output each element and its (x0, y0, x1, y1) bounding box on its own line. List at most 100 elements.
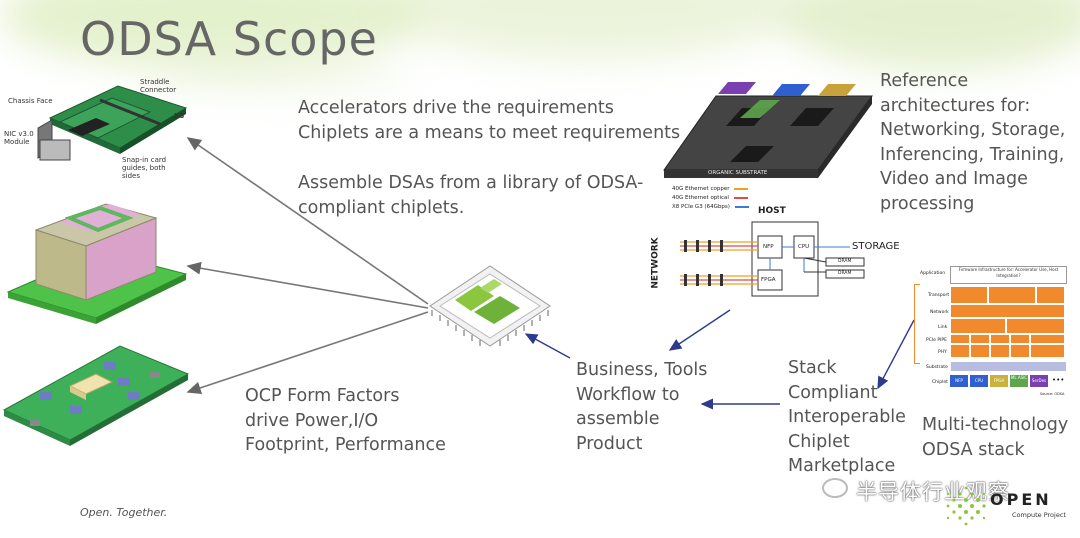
arrow-to-board (186, 311, 429, 395)
text-line: OCP Form Factors (245, 386, 400, 406)
stack-row-label: Chiplet (932, 380, 948, 385)
chiplet-fpga: FPGA (990, 375, 1008, 387)
stack-row-label: Substrate (926, 365, 948, 370)
legend-copper: 40G Ethernet copper (672, 186, 730, 192)
pipe-cell (1030, 334, 1065, 344)
pipe-cell (950, 334, 970, 344)
wechat-icon (822, 478, 848, 498)
text-line: processing (880, 193, 975, 214)
text-line: Video and Image (880, 169, 1028, 189)
phy-cell (970, 344, 990, 358)
text-line: Chiplets are a means to meet requirement… (298, 122, 681, 143)
network-cell (950, 304, 1065, 318)
straddle-connector-label: Straddle Connector (140, 78, 177, 94)
arrow-network-to-business (668, 309, 731, 351)
nfp-chip-label: NFP (763, 244, 774, 250)
text-line: drive Power,I/O (245, 410, 379, 431)
business-tools-text: Business, Tools Workflow to assemble Pro… (576, 358, 707, 456)
ocp-form-factors-text: OCP Form Factors drive Power,I/O Footpri… (245, 384, 446, 458)
pipe-cell (970, 334, 990, 344)
text-line: Stack (788, 358, 837, 378)
stack-row-label: Transport (928, 293, 950, 298)
transport-cell (1036, 286, 1065, 304)
application-cell-text: Firmware Infrastructure for: Accelerator… (958, 267, 1059, 278)
text-line: architectures for: (880, 95, 1031, 116)
application-cell: Firmware Infrastructure for: Accelerator… (950, 266, 1067, 284)
text-line: Interoperable (788, 407, 906, 427)
background-wash (150, 60, 410, 90)
text-line: Business, Tools (576, 360, 708, 380)
multi-technology-text: Multi-technology ODSA stack (922, 413, 1068, 462)
odsa-stack-diagram: Application Transport Network Link PCIe … (920, 262, 1070, 402)
chiplet-serdes: SerDes (1030, 375, 1048, 387)
host-label: HOST (758, 206, 786, 216)
text-line: Footprint, Performance (245, 435, 446, 455)
text-line: assemble (576, 409, 660, 429)
stack-row-label: Application (920, 271, 946, 276)
link-cell (950, 318, 1006, 334)
legend-copper-swatch (734, 187, 749, 190)
watermark-text: 半导体行业观察 (856, 480, 1010, 504)
legend-optical: 40G Ethernet optical (672, 195, 729, 201)
chiplet-nfp: NFP (950, 375, 968, 387)
text-line: Marketplace (788, 456, 896, 476)
footer-tagline: Open. Together. (80, 506, 168, 519)
requirements-text: Accelerators drive the requirements Chip… (298, 96, 680, 145)
text-line: Assemble DSAs from a library of ODSA- (298, 173, 644, 193)
x8-label: X8 (174, 112, 185, 120)
dram-label: DRAM (838, 271, 852, 276)
reference-architectures-text: Reference architectures for: Networking,… (880, 69, 1065, 216)
legend-pcie: X8 PCIe G3 (64Gbps) (672, 204, 730, 210)
phy-cell (990, 344, 1010, 358)
arrow-business-to-chip (524, 333, 571, 359)
chiplet-marketplace-text: Stack Compliant Interoperable Chiplet Ma… (788, 356, 906, 479)
text-line: Reference (880, 71, 969, 91)
legend-optical-swatch (733, 196, 748, 199)
transport-cell (950, 286, 988, 304)
assemble-text: Assemble DSAs from a library of ODSA- co… (298, 171, 643, 220)
pipe-cell (990, 334, 1010, 344)
transport-cell (988, 286, 1036, 304)
arrow-stack-diagram-to-stack (877, 319, 915, 390)
chiplet-ml-asic: ML ASIC (1010, 375, 1028, 387)
text-line: Accelerators drive the requirements (298, 98, 614, 118)
cpu-chip-label: CPU (798, 244, 810, 250)
substrate-cell (950, 361, 1067, 372)
text-line: Multi-technology (922, 415, 1069, 435)
stack-row-label: PHY (938, 350, 947, 355)
more-chiplets-ellipsis: ••• (1052, 376, 1065, 384)
chassis-face-label: Chassis Face (8, 97, 53, 105)
text-line: Networking, Storage, (880, 120, 1066, 140)
stack-row-label: Link (938, 325, 948, 330)
stack-bracket (914, 284, 920, 364)
fpga-chip-label: FPGA (761, 277, 776, 283)
phy-cell (950, 344, 970, 358)
ocp-logo-word: OPEN (990, 490, 1052, 509)
phy-cell (1030, 344, 1065, 358)
stack-source: Source: ODSA (1040, 392, 1065, 396)
link-legend: 40G Ethernet copper 40G Ethernet optical… (672, 186, 749, 210)
text-line: ODSA stack (922, 439, 1025, 460)
text-line: Inferencing, Training, (880, 144, 1065, 165)
nic-module-label: NIC v3.0 Module (4, 130, 34, 146)
phy-cell (1010, 344, 1030, 358)
arrow-to-module (186, 261, 429, 309)
ocp-logo-sub: Compute Project (1012, 511, 1066, 519)
chiplet-cpu: CPU (970, 375, 988, 387)
storage-label: STORAGE (852, 241, 900, 252)
snap-in-guides-label: Snap-in card guides, both sides (122, 156, 167, 180)
arrow-to-nic (186, 137, 429, 305)
pipe-cell (1010, 334, 1030, 344)
text-line: Compliant (788, 382, 878, 403)
text-line: Workflow to (576, 384, 680, 405)
text-line: Chiplet (788, 431, 850, 452)
link-cell (1006, 318, 1065, 334)
text-line: Product (576, 433, 643, 454)
